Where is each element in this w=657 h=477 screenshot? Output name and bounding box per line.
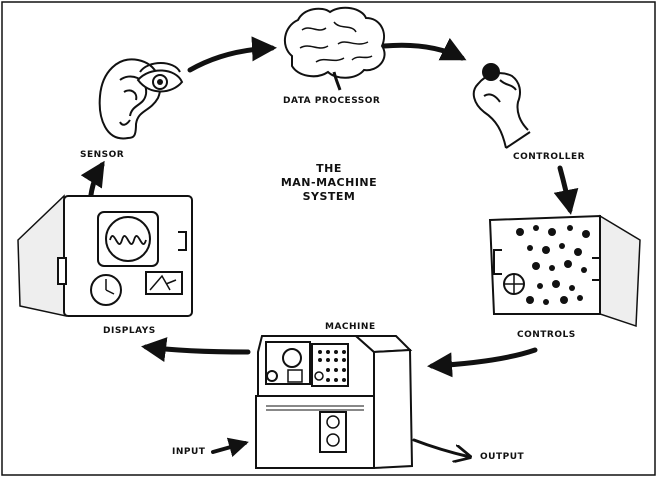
label-output: OUTPUT [480, 452, 525, 462]
control-panel-icon [488, 214, 641, 328]
label-input: INPUT [172, 447, 206, 457]
machine-console-icon [255, 335, 414, 470]
hand-icon [472, 63, 531, 149]
label-displays: DISPLAYS [103, 326, 156, 336]
arrow-input [211, 437, 249, 457]
diagram-title: THE MAN-MACHINE SYSTEM [262, 162, 396, 204]
label-machine: MACHINE [325, 322, 376, 332]
eye-icon [136, 62, 184, 93]
arrow-output [412, 438, 470, 457]
arrow-machine-to-displays [141, 337, 251, 362]
arrow-controller-to-controls [553, 165, 579, 215]
arrow-sensor-to-processor [187, 36, 277, 73]
label-sensor: SENSOR [80, 150, 125, 160]
title-line-1: THE [316, 162, 342, 175]
label-data-processor: DATA PROCESSOR [283, 96, 381, 106]
title-line-2: MAN-MACHINE [280, 176, 378, 189]
arrow-controls-to-machine [427, 347, 538, 378]
title-line-3: SYSTEM [302, 190, 356, 203]
display-panel-icon [17, 194, 193, 317]
brain-icon [283, 6, 386, 91]
label-controls: CONTROLS [517, 330, 576, 340]
arrow-processor-to-controller [381, 37, 467, 61]
label-controller: CONTROLLER [513, 152, 586, 162]
